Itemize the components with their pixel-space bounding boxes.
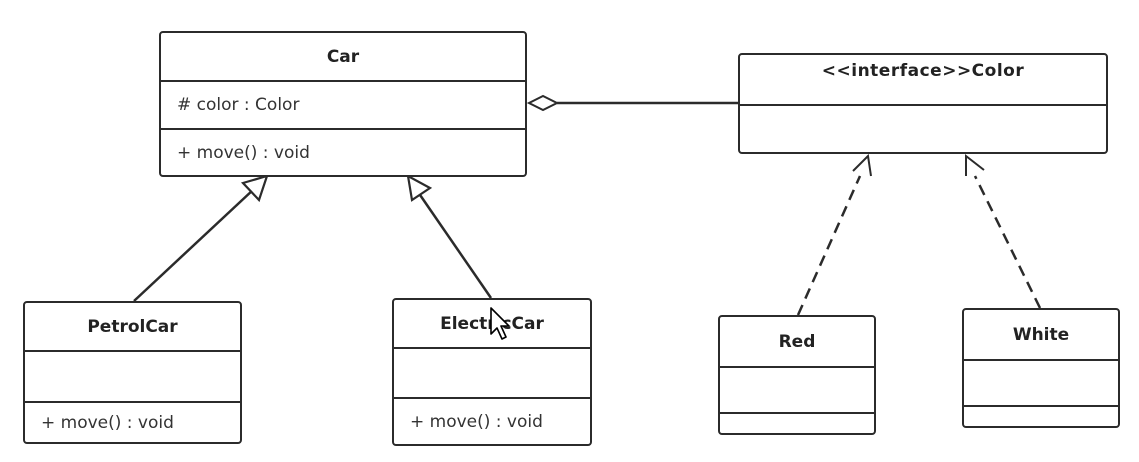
attribute-compartment: [25, 352, 240, 403]
operation-compartment: [964, 407, 1118, 426]
generalization-arrowhead-petrolcar: [240, 174, 269, 203]
realization-line-white-color: [973, 175, 1042, 309]
class-car[interactable]: Car # color : Color + move() : void: [159, 31, 527, 177]
attribute-compartment: [394, 349, 590, 399]
operation-move: + move() : void: [41, 412, 174, 433]
class-name: <<interface>>Color: [740, 55, 1106, 106]
mouse-pointer-icon: [490, 307, 510, 340]
generalization-arrowhead-electriccar: [406, 173, 433, 202]
attribute-compartment: [964, 361, 1118, 407]
class-red[interactable]: Red: [718, 315, 876, 435]
operation-move: + move() : void: [410, 411, 543, 432]
class-name: Car: [161, 33, 525, 82]
operation-compartment: + move() : void: [394, 399, 590, 444]
realization-line-red-color: [796, 175, 862, 316]
generalization-line-electriccar-car: [416, 191, 493, 299]
realization-arrowhead-white: [965, 153, 985, 176]
realization-arrowhead-red: [852, 153, 872, 177]
class-petrolcar[interactable]: PetrolCar + move() : void: [23, 301, 242, 444]
generalization-line-petrolcar-car: [133, 188, 255, 302]
class-name: White: [964, 310, 1118, 361]
empty-compartment: [740, 106, 1106, 152]
attribute-color: # color : Color: [177, 95, 300, 115]
class-white[interactable]: White: [962, 308, 1120, 428]
operation-move: + move() : void: [177, 142, 310, 163]
operation-compartment: [720, 414, 874, 433]
attribute-compartment: [720, 368, 874, 414]
interface-color[interactable]: <<interface>>Color: [738, 53, 1108, 154]
class-name: Red: [720, 317, 874, 368]
attribute-compartment: # color : Color: [161, 82, 525, 130]
aggregation-diamond: [526, 94, 560, 112]
operation-compartment: + move() : void: [25, 403, 240, 442]
operation-compartment: + move() : void: [161, 130, 525, 175]
class-name: PetrolCar: [25, 303, 240, 352]
